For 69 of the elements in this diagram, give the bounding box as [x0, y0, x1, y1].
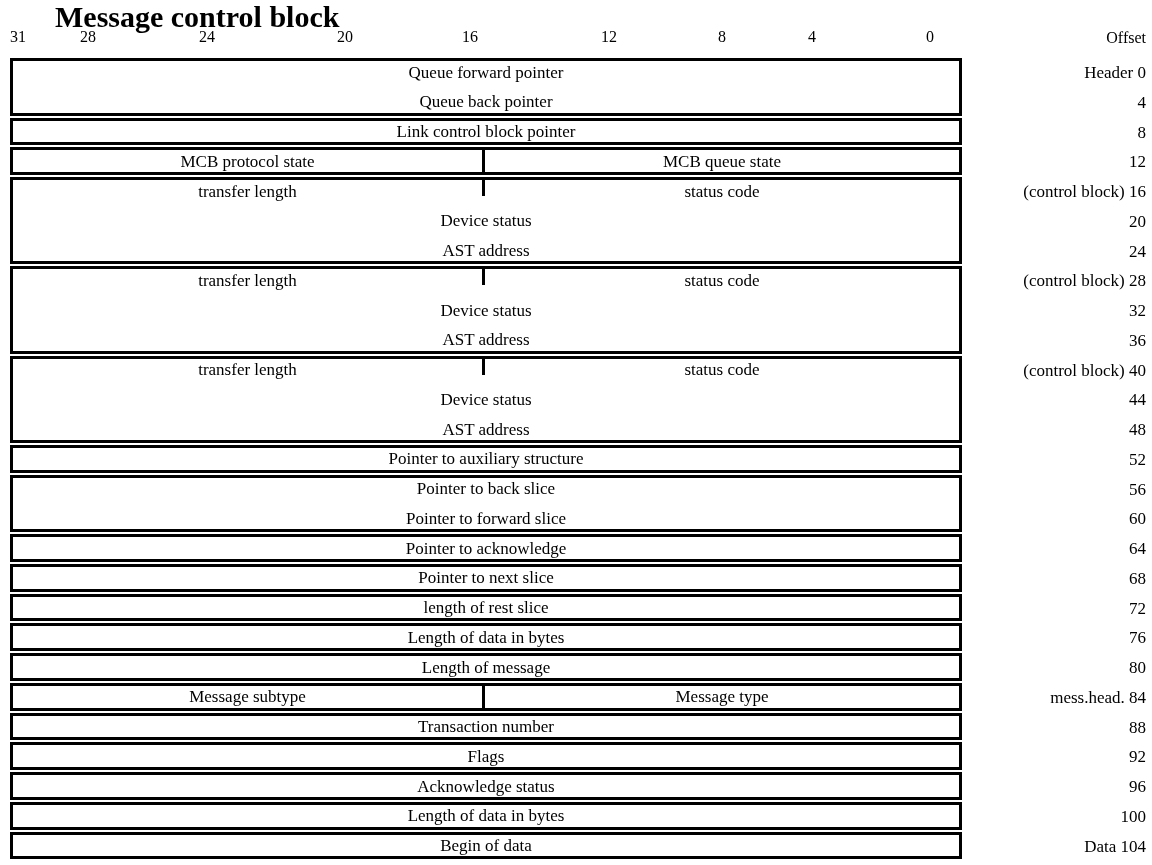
offset-label: 20: [1129, 211, 1146, 232]
bit-number: 16: [462, 28, 478, 46]
offset-label: 96: [1129, 777, 1146, 797]
field-text: Pointer to back slice: [416, 479, 556, 499]
field-text: Length of data in bytes: [407, 806, 565, 827]
field-text: Link control block pointer: [396, 122, 576, 142]
offset-label: (control block) 16: [1023, 182, 1146, 202]
bit-number: 8: [718, 28, 726, 46]
field-text: Queue forward pointer: [408, 62, 564, 83]
offset-label: 88: [1129, 717, 1146, 738]
bit-number: 4: [808, 28, 816, 46]
field-text: transfer length: [198, 360, 297, 380]
offset-label: mess.head. 84: [1050, 687, 1146, 708]
offset-label: 56: [1129, 479, 1146, 500]
bit-number: 20: [337, 28, 353, 46]
field-text: Device status: [440, 389, 532, 410]
field-text: Pointer to next slice: [418, 568, 554, 589]
field-text: transfer length: [198, 181, 297, 202]
offset-label: 48: [1129, 420, 1146, 440]
offset-label: 44: [1129, 390, 1146, 411]
field-text: length of rest slice: [423, 598, 549, 618]
bit-number: 24: [199, 28, 215, 46]
field-text: Queue back pointer: [419, 92, 553, 113]
field-text: status code: [684, 270, 760, 291]
field-text: transfer length: [198, 270, 297, 291]
field-text: AST address: [442, 241, 530, 261]
offset-label: (control block) 28: [1023, 271, 1146, 292]
field-text: Device status: [440, 211, 532, 232]
offset-label: Data 104: [1084, 836, 1146, 857]
bit-number: 28: [80, 28, 96, 46]
offset-label: 8: [1137, 122, 1146, 143]
field-text: Pointer to auxiliary structure: [388, 449, 584, 470]
offset-label: Header 0: [1084, 63, 1146, 83]
offset-label: 24: [1129, 241, 1146, 262]
offset-label: 12: [1129, 152, 1146, 173]
field-text: AST address: [442, 330, 530, 351]
field-text: Flags: [467, 746, 505, 767]
field-text: status code: [684, 181, 760, 202]
bit-number: 0: [926, 28, 934, 46]
column-heading: Offset: [1106, 28, 1146, 48]
field-text: MCB protocol state: [180, 151, 315, 172]
field-text: Pointer to acknowledge: [405, 538, 567, 559]
offset-label: 80: [1129, 658, 1146, 678]
offset-label: 32: [1129, 301, 1146, 321]
offset-label: 36: [1129, 330, 1146, 351]
bit-number: 31: [10, 28, 26, 46]
field-text: AST address: [442, 419, 530, 440]
field-text: Begin of data: [440, 836, 532, 856]
offset-label: 60: [1129, 509, 1146, 530]
field-text: status code: [684, 360, 760, 380]
field-text: MCB queue state: [662, 151, 781, 172]
field-text: Device status: [440, 300, 532, 321]
offset-label: 76: [1129, 628, 1146, 649]
field-text: Length of data in bytes: [407, 627, 565, 648]
offset-label: 68: [1129, 568, 1146, 589]
offset-label: 92: [1129, 747, 1146, 768]
offset-label: 64: [1129, 539, 1146, 559]
field-text: Length of message: [421, 657, 551, 678]
offset-label: 100: [1120, 806, 1146, 827]
field-text: Message subtype: [189, 687, 306, 708]
bit-number: 12: [601, 28, 617, 46]
offset-label: 52: [1129, 449, 1146, 470]
offset-label: (control block) 40: [1023, 360, 1146, 381]
field-text: Message type: [675, 687, 769, 708]
field-text: Acknowledge status: [417, 776, 555, 797]
offset-label: 72: [1129, 598, 1146, 619]
field-text: Pointer to forward slice: [405, 508, 566, 529]
offset-label: 4: [1137, 92, 1146, 113]
field-text: Transaction number: [418, 717, 554, 737]
